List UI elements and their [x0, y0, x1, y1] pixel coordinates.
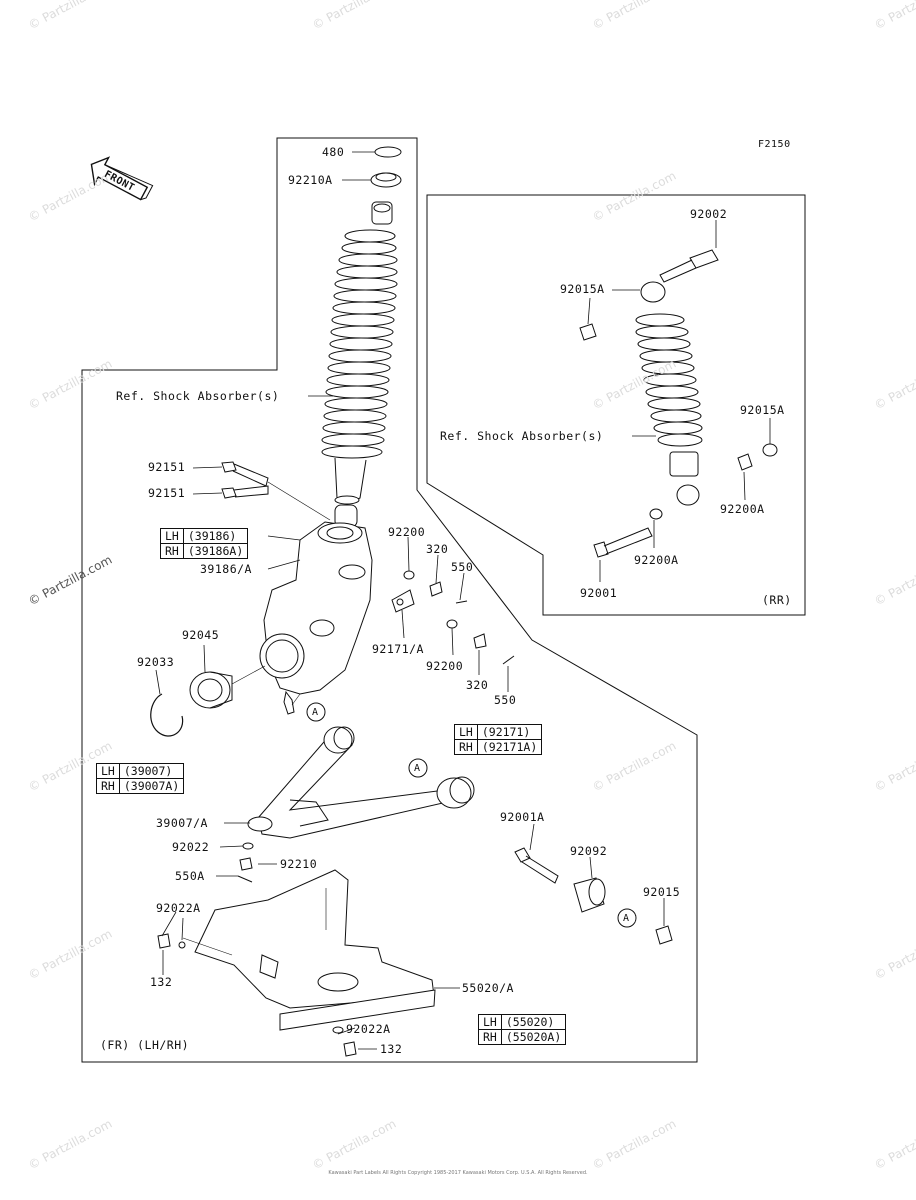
- rear-frame: [426, 194, 806, 616]
- front-frame: [81, 137, 698, 1063]
- part-label-39007[interactable]: 39007/A: [156, 816, 208, 830]
- part-label-92210[interactable]: 92210: [280, 857, 318, 871]
- table-92171: LH(92171) RH(92171A): [454, 724, 543, 755]
- part-label-92001a[interactable]: 92001A: [500, 810, 545, 824]
- skid-plate-icon: [194, 869, 436, 1031]
- front-shock-absorber-icon: [321, 146, 402, 528]
- table-39186-lh: LH: [160, 528, 184, 544]
- part-label-132-1[interactable]: 132: [150, 975, 173, 989]
- table-39186-rh: RH: [160, 543, 184, 559]
- part-label-92210a[interactable]: 92210A: [288, 173, 333, 187]
- callout-a-2: [408, 758, 428, 778]
- callout-a-label-2: A: [414, 763, 421, 774]
- part-label-92171a[interactable]: 92171/A: [372, 642, 424, 656]
- part-label-92151-1[interactable]: 92151: [148, 460, 186, 474]
- part-label-92022a-2[interactable]: 92022A: [346, 1022, 391, 1036]
- circlip-icon: [150, 693, 184, 737]
- copyright-footer: Kawasaki Part Labels All Rights Copyrigh…: [328, 1170, 588, 1176]
- part-label-92045[interactable]: 92045: [182, 628, 220, 642]
- part-label-39186[interactable]: 39186/A: [200, 562, 252, 576]
- part-label-92022a-1[interactable]: 92022A: [156, 901, 201, 915]
- table-39186: LH(39186) RH(39186A): [160, 528, 249, 559]
- bolt-92151-icon: [221, 461, 269, 499]
- table-55020: LH(55020) RH(55020A): [478, 1014, 567, 1045]
- part-label-320-2[interactable]: 320: [466, 678, 489, 692]
- part-label-92022[interactable]: 92022: [172, 840, 210, 854]
- part-label-550a[interactable]: 550A: [175, 869, 205, 883]
- callout-a-1: [306, 702, 326, 722]
- table-55020-rh: RH: [478, 1029, 502, 1045]
- table-39007-rh: RH: [96, 778, 120, 794]
- a-arm-icon: [247, 726, 475, 839]
- callout-a-label-3: A: [623, 913, 630, 924]
- part-label-92002[interactable]: 92002: [690, 207, 728, 221]
- part-label-92200a-1[interactable]: 92200A: [720, 502, 765, 516]
- part-label-92015a-2[interactable]: 92015A: [740, 403, 785, 417]
- fr-label: (FR) (LH/RH): [100, 1038, 190, 1052]
- rr-label: (RR): [762, 593, 792, 607]
- leader-lines: [155, 151, 771, 1050]
- table-55020-rh-value: (55020A): [500, 1029, 567, 1045]
- part-label-92200a-2[interactable]: 92200A: [634, 553, 679, 567]
- washer-nut-cotter-icons: [391, 570, 515, 665]
- table-55020-lh-value: (55020): [500, 1014, 567, 1030]
- table-92171-rh: RH: [454, 739, 478, 755]
- table-92171-lh-value: (92171): [476, 724, 543, 740]
- part-label-92033[interactable]: 92033: [137, 655, 175, 669]
- front-arrow-icon: [90, 156, 154, 201]
- part-label-92092[interactable]: 92092: [570, 844, 608, 858]
- ref-shock-front-label: Ref. Shock Absorber(s): [116, 389, 280, 403]
- part-label-132-2[interactable]: 132: [380, 1042, 403, 1056]
- table-39007: LH(39007) RH(39007A): [96, 763, 185, 794]
- guide-lines: [182, 481, 331, 956]
- table-92171-rh-value: (92171A): [476, 739, 543, 755]
- part-label-92200-1[interactable]: 92200: [388, 525, 426, 539]
- part-label-92151-2[interactable]: 92151: [148, 486, 186, 500]
- part-label-92200-2[interactable]: 92200: [426, 659, 464, 673]
- table-92171-lh: LH: [454, 724, 478, 740]
- steering-knuckle-icon: [259, 521, 373, 715]
- wheel-bearing-icon: [189, 671, 233, 709]
- part-label-92001[interactable]: 92001: [580, 586, 618, 600]
- table-39007-lh: LH: [96, 763, 120, 779]
- part-label-92015a-1[interactable]: 92015A: [560, 282, 605, 296]
- figure-code: F2150: [758, 139, 791, 150]
- table-39007-rh-value: (39007A): [118, 778, 185, 794]
- part-label-92015[interactable]: 92015: [643, 885, 681, 899]
- part-label-320-1[interactable]: 320: [426, 542, 449, 556]
- part-label-550-2[interactable]: 550: [494, 693, 517, 707]
- rear-bushing-parts-icons: [514, 847, 673, 945]
- part-label-480[interactable]: 480: [322, 145, 345, 159]
- table-39186-lh-value: (39186): [182, 528, 249, 544]
- part-label-550-1[interactable]: 550: [451, 560, 474, 574]
- ref-shock-rear-label: Ref. Shock Absorber(s): [440, 429, 604, 443]
- table-55020-lh: LH: [478, 1014, 502, 1030]
- skid-plate-fasteners-icons: [157, 842, 357, 1057]
- rear-shock-absorber-icon: [579, 249, 778, 558]
- table-39186-rh-value: (39186A): [182, 543, 249, 559]
- table-39007-lh-value: (39007): [118, 763, 185, 779]
- callout-a-label-1: A: [312, 707, 319, 718]
- part-label-55020[interactable]: 55020/A: [462, 981, 514, 995]
- callout-a-3: [617, 908, 637, 928]
